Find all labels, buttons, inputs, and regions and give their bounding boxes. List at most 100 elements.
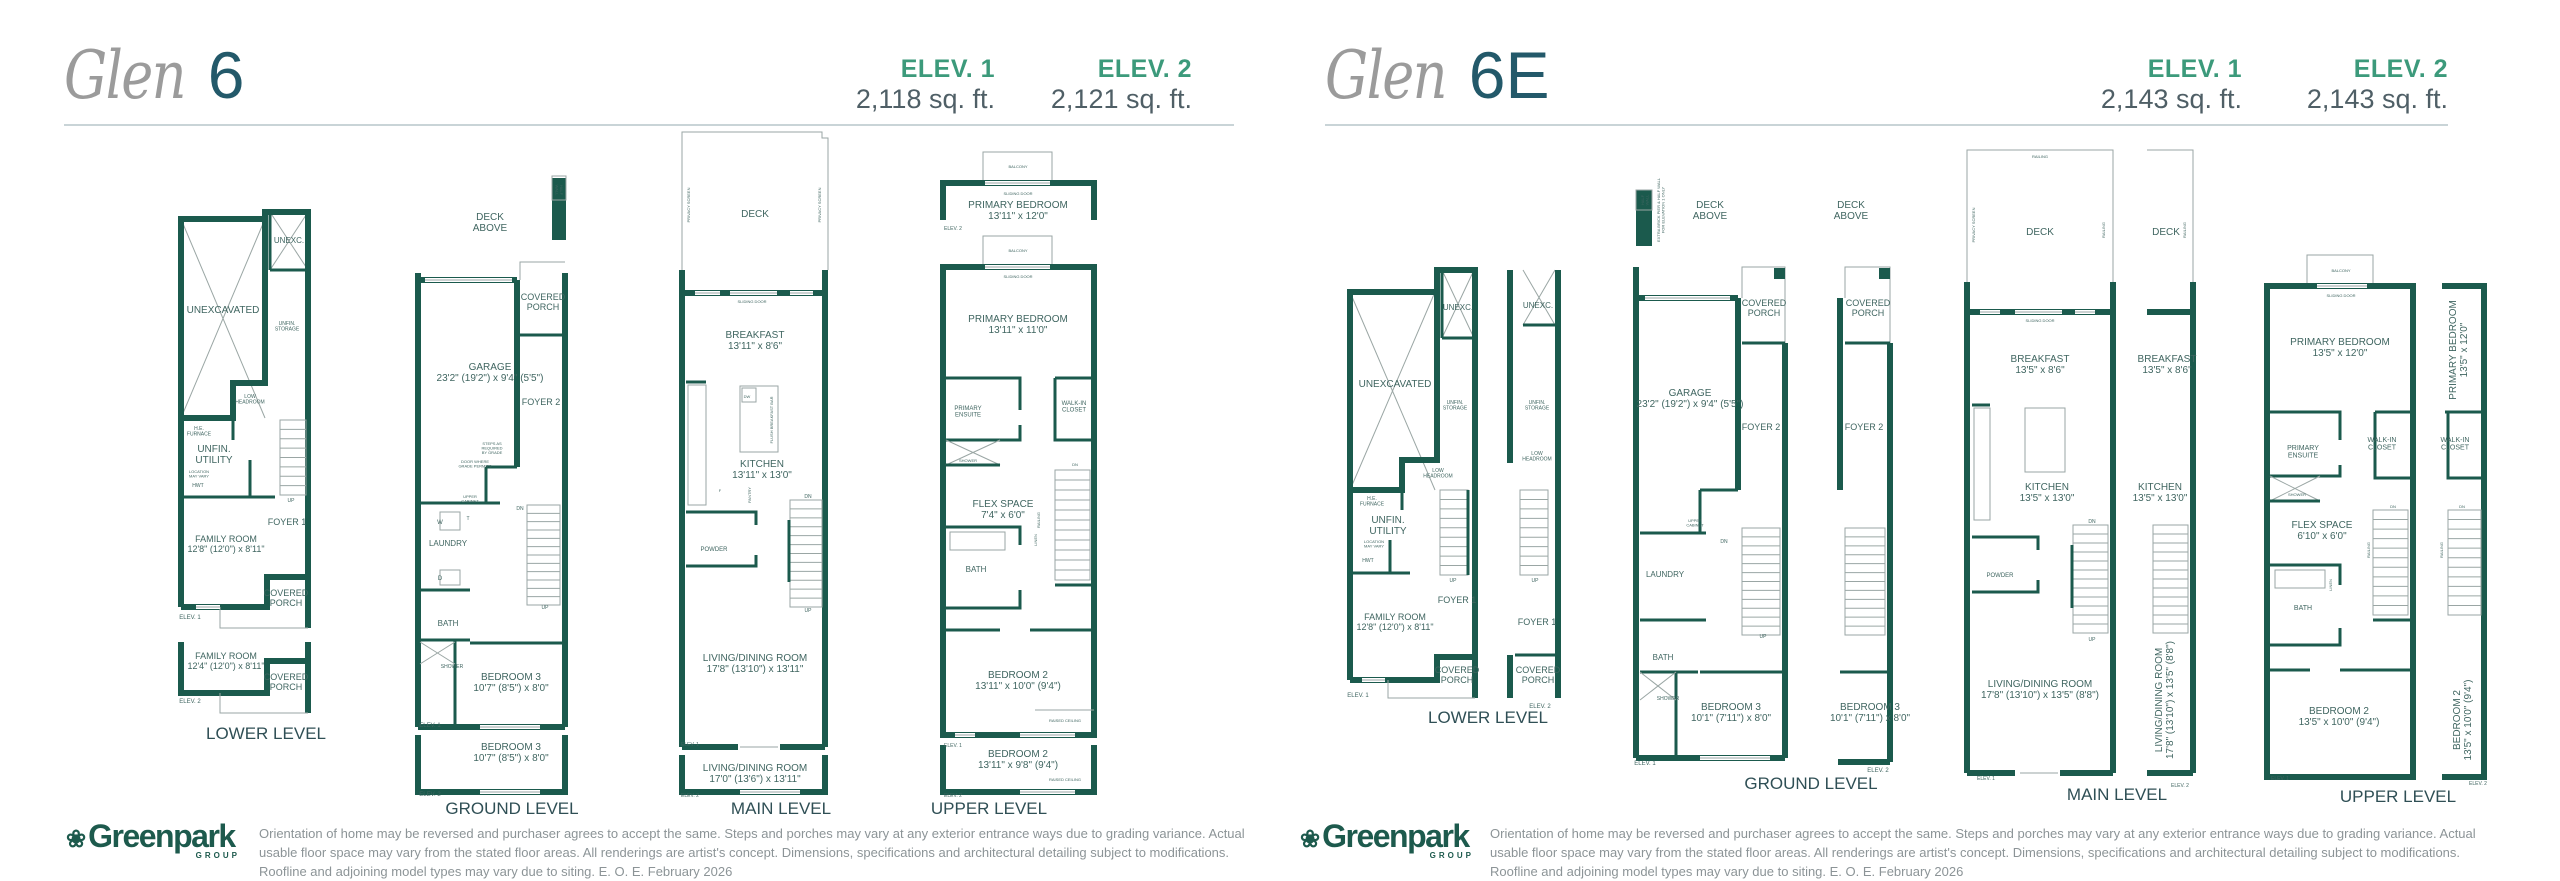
room-label: BEDROOM 3	[481, 742, 541, 753]
maple-leaf-icon: ❀	[1300, 826, 1321, 853]
wall	[1347, 267, 1478, 698]
outline	[687, 384, 707, 506]
level-label: UPPER LEVEL	[2340, 787, 2456, 806]
outline	[741, 387, 757, 403]
room-label: SHOWER	[441, 664, 464, 670]
wall	[940, 745, 1097, 795]
interior-wall	[946, 425, 1022, 442]
room-label: POWDER	[1987, 573, 2015, 579]
room-label: UP	[805, 608, 813, 614]
interior-wall	[1053, 378, 1094, 442]
outline	[1741, 266, 1786, 343]
room-label: ELEV. 1	[179, 615, 201, 621]
room-label: LIVING/DINING ROOM	[1988, 679, 2092, 690]
outline	[2269, 475, 2321, 502]
header-divider	[1325, 124, 2448, 126]
interior-wall	[946, 376, 1022, 410]
room-label: SLIDING DOOR	[2326, 293, 2355, 298]
room-label: STORAGE	[275, 327, 300, 333]
level-label: MAIN LEVEL	[2067, 785, 2167, 804]
level-label: LOWER LEVEL	[206, 724, 326, 743]
outline	[2447, 509, 2482, 616]
room-label: PORCH	[1522, 675, 1555, 685]
room-label: FURNACE	[1360, 502, 1385, 508]
room-label: ELEV. 2	[944, 793, 962, 799]
room-label: PRIMARY BEDROOM	[968, 314, 1068, 325]
room-label: HALF	[559, 185, 564, 196]
room-label: 23'2" (19'2") x 9'4" (5'5")	[1637, 399, 1744, 410]
room-label: BEDROOM 2	[988, 749, 1048, 760]
room-label: SHOWER	[2288, 492, 2306, 497]
outline	[419, 641, 456, 665]
room-label: 17'0" (13'6") x 13'11"	[709, 774, 801, 785]
room-label: CLOSET	[2368, 445, 2397, 452]
room-label: DECK	[2152, 227, 2180, 238]
half-wall	[1636, 190, 1652, 246]
room-label: LOW	[1531, 451, 1543, 457]
room-label: UTILITY	[195, 455, 233, 466]
room-label: UP	[2089, 637, 2097, 643]
outline	[1966, 149, 2114, 282]
room-label: FLEX SPACE	[973, 499, 1034, 510]
logo-text: Greenpark	[1322, 818, 1470, 854]
outline	[1522, 269, 1556, 326]
room-label: RAILING	[1036, 512, 1041, 528]
room-label: FOYER 1	[1438, 595, 1477, 605]
room-label: 6'10" x 6'0"	[2297, 531, 2347, 542]
room-label: F	[719, 488, 722, 493]
outline	[269, 211, 309, 271]
room-label: UNEXC.	[274, 236, 304, 245]
room-label: COVERED	[1435, 665, 1480, 675]
room-label: DECK	[1837, 200, 1865, 211]
room-label: UNFIN.	[1529, 400, 1546, 406]
room-label: REQUIRED	[481, 445, 502, 450]
room-label: LOW	[1432, 468, 1444, 474]
room-label: MAY VARY	[1364, 543, 1384, 548]
room-label: PORCH	[270, 682, 303, 692]
room-label: COVERED	[521, 292, 566, 302]
interior-wall	[2270, 628, 2342, 647]
outline	[2274, 569, 2326, 589]
room-label: BY GRADE	[482, 450, 503, 455]
room-label: PORCH	[527, 302, 560, 312]
room-label: UP	[1532, 578, 1540, 584]
room-label: GARAGE	[469, 362, 512, 373]
level-label: UPPER LEVEL	[931, 799, 1047, 818]
room-label: 17'8" (13'10") x 13'5" (8'8")	[2165, 641, 2176, 759]
room-label: COVERED	[1742, 298, 1787, 308]
room-label: ELEV. 2	[681, 793, 699, 799]
room-label: CABINET	[1686, 522, 1704, 527]
outline	[1441, 269, 1475, 339]
room-label: PRIVACY SCREEN	[817, 187, 822, 222]
logo-text: Greenpark	[88, 818, 236, 854]
room-label: 10'1" (7'11") x 8'0"	[1830, 713, 1911, 724]
room-label: FOYER 2	[1845, 422, 1884, 432]
room-label: ENSUITE	[2288, 453, 2319, 460]
elevation-label: ELEV. 2	[1097, 55, 1192, 83]
room-label: LIVING/DINING ROOM	[703, 653, 807, 664]
outline	[439, 511, 461, 531]
room-label: 13'5" x 13'0"	[2133, 493, 2188, 504]
room-label: GRADE PERMITS	[458, 463, 491, 468]
outline	[519, 261, 565, 280]
room-label: PRIMARY BEDROOM	[2448, 300, 2459, 400]
room-label: BATH	[966, 565, 987, 574]
room-label: PRIMARY BEDROOM	[968, 200, 1068, 211]
room-label: ELEV. 2	[944, 226, 962, 232]
room-label: FAMILY ROOM	[195, 651, 257, 661]
wall	[178, 642, 308, 696]
room-label: COVERED	[264, 672, 309, 682]
wall	[181, 219, 268, 421]
room-label: HWT	[1362, 558, 1373, 564]
elevation-area: 2,118 sq. ft.	[855, 84, 995, 114]
room-label: T	[466, 516, 469, 522]
room-label: WALK-IN	[1062, 401, 1087, 407]
room-label: DN	[516, 506, 524, 512]
room-label: UP	[1760, 634, 1768, 640]
room-label: LOCATION	[1364, 539, 1384, 544]
room-label: KITCHEN	[740, 459, 784, 470]
outline	[1844, 266, 1891, 343]
room-label: ABOVE	[1693, 211, 1728, 222]
